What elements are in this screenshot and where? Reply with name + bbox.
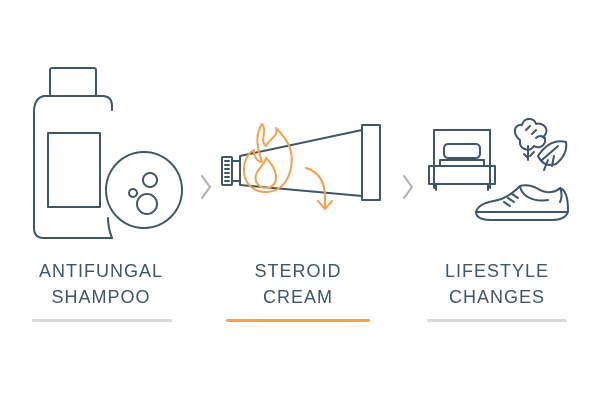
step-label-line1: ANTIFUNGAL (38, 261, 163, 281)
chevron-right-icon (201, 175, 211, 199)
vegetables-icon (514, 117, 568, 171)
bubbles-icon (105, 151, 183, 229)
step-underline-antifungal-shampoo (32, 319, 172, 322)
step-underline-steroid-cream (226, 319, 370, 322)
step-label-line2: CREAM (262, 287, 333, 307)
step-steroid-cream: STEROID CREAM (208, 258, 388, 310)
step-label-line1: LIFESTYLE (444, 261, 550, 281)
step-lifestyle-changes: LIFESTYLE CHANGES (407, 258, 587, 310)
step-antifungal-shampoo: ANTIFUNGAL SHAMPOO (11, 258, 191, 310)
flame-icon (243, 123, 293, 193)
chevron-right-icon (403, 175, 413, 199)
step-underline-lifestyle-changes (427, 319, 567, 322)
apply-arrow-icon (305, 167, 333, 210)
sneaker-icon (475, 184, 569, 221)
step-label: STEROID CREAM (208, 258, 388, 310)
step-label: ANTIFUNGAL SHAMPOO (11, 258, 191, 310)
step-label-line1: STEROID (254, 261, 342, 281)
bed-icon (428, 129, 496, 191)
cream-tube-icon (221, 124, 381, 201)
step-label-line2: CHANGES (448, 287, 545, 307)
step-label-line2: SHAMPOO (51, 287, 151, 307)
step-label: LIFESTYLE CHANGES (407, 258, 587, 310)
shampoo-bottle-icon (33, 67, 113, 239)
